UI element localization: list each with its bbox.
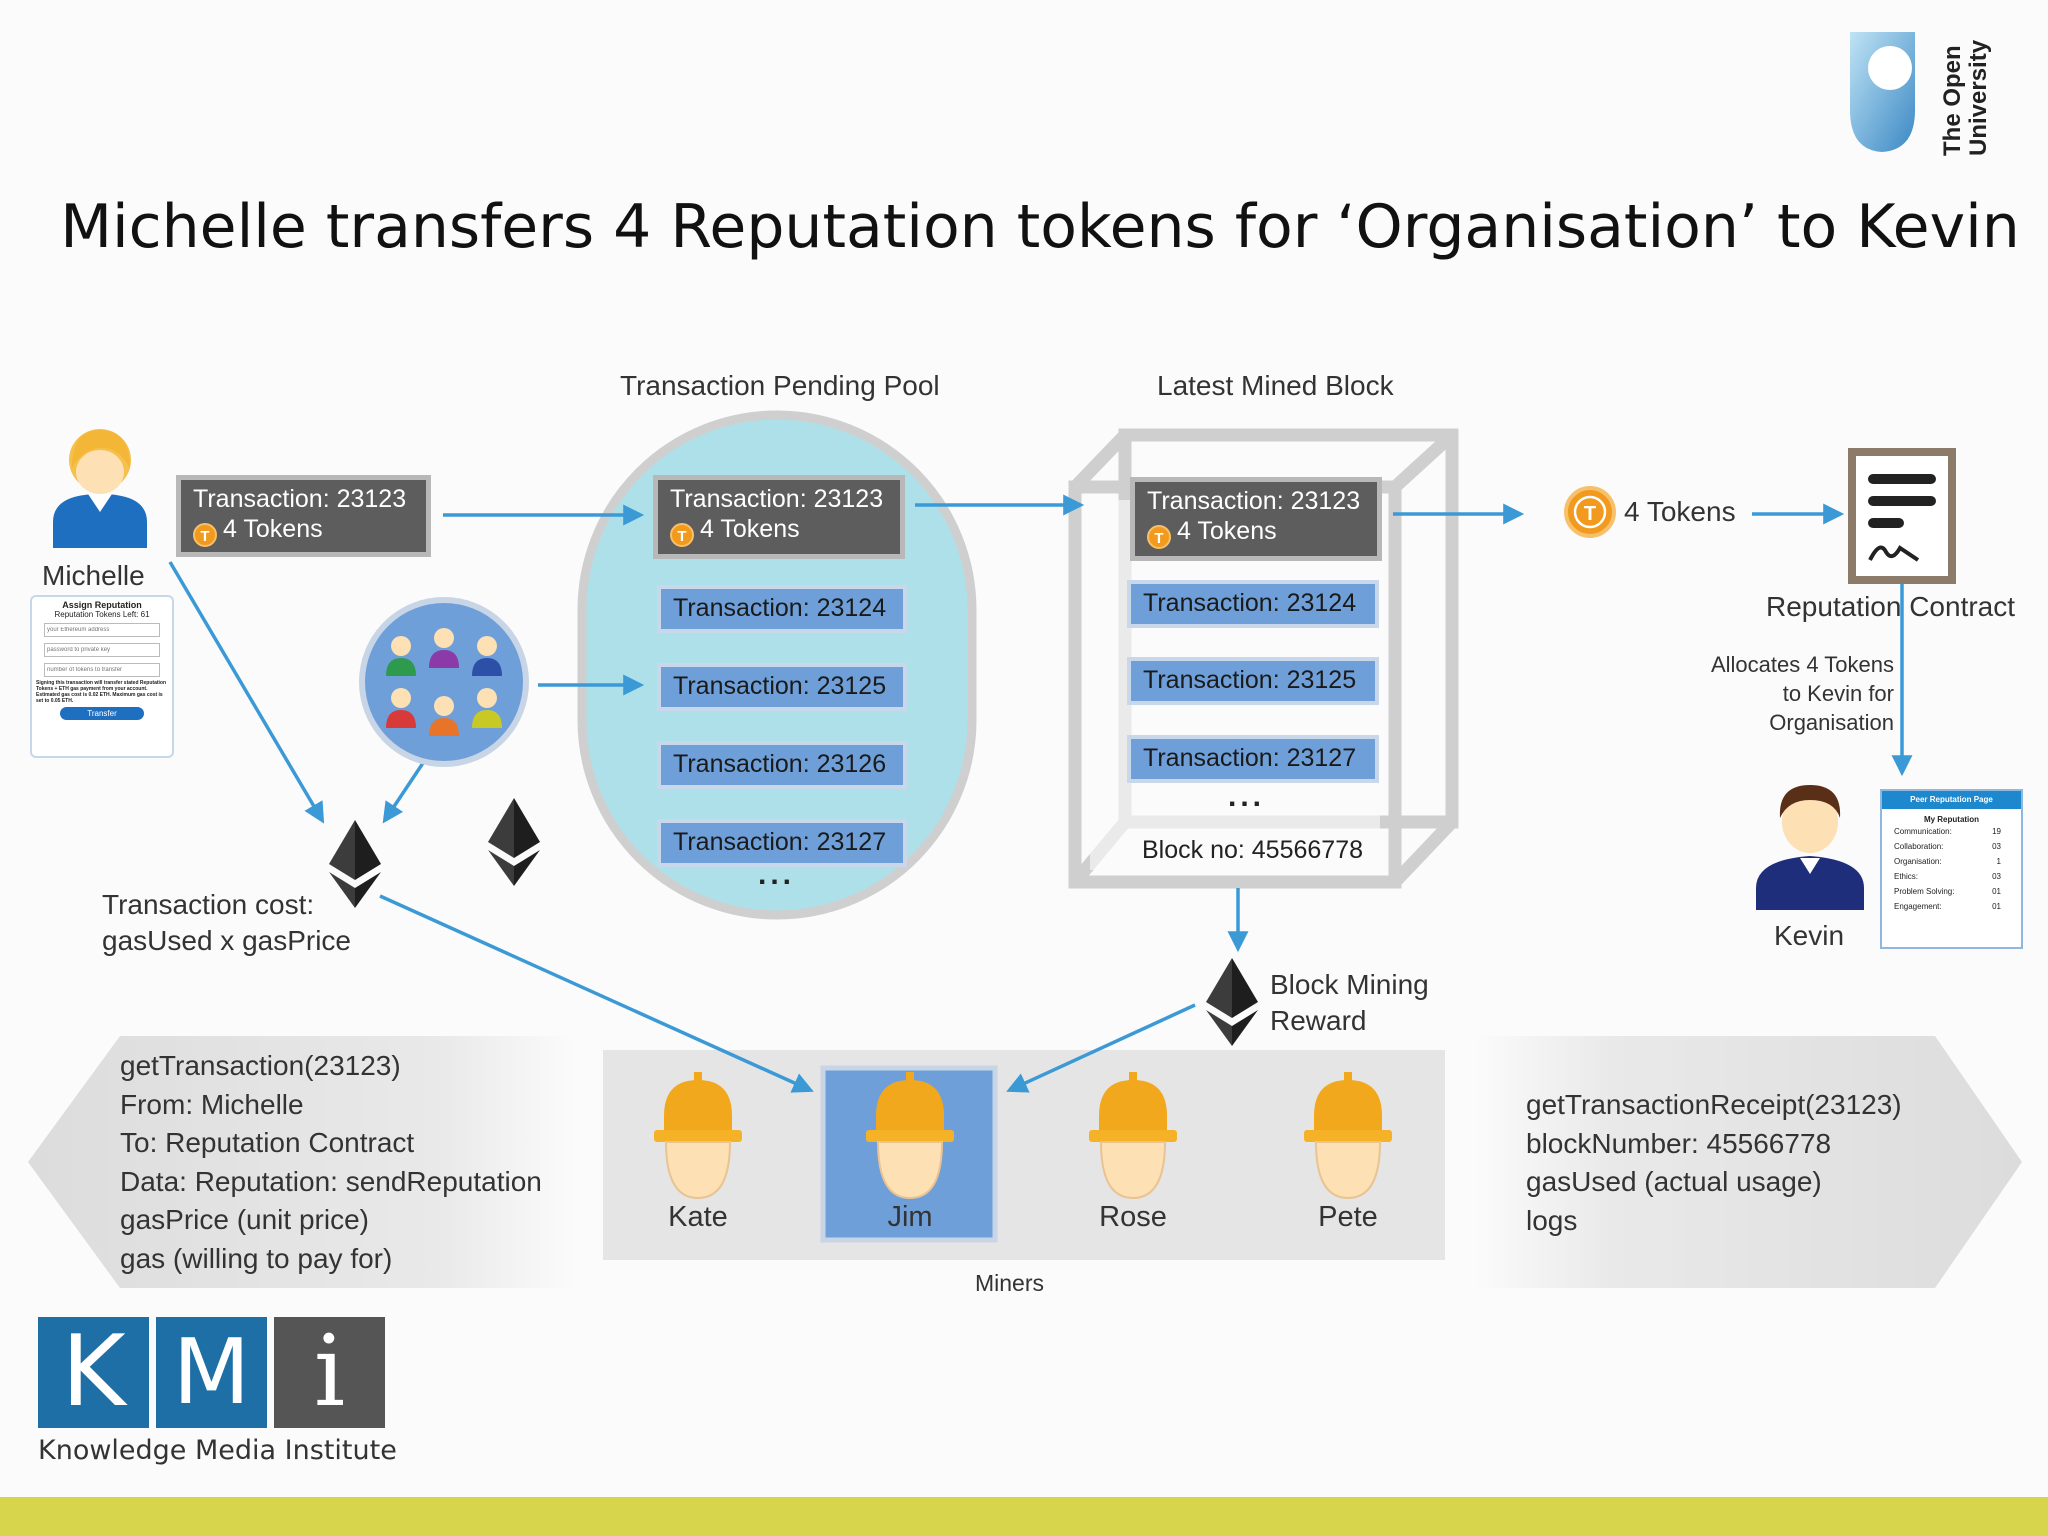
- token-coin-icon: T: [1147, 525, 1171, 549]
- pool-transaction: Transaction: 23126: [657, 741, 907, 789]
- miner-jim: Jim: [887, 1201, 933, 1233]
- block-mining-reward-label: Block Mining Reward: [1270, 969, 1429, 1036]
- transfer-button[interactable]: Transfer: [60, 707, 144, 720]
- assign-reputation-form: Assign Reputation Reputation Tokens Left…: [30, 595, 174, 758]
- kevin-name: Kevin: [1774, 920, 1845, 951]
- token-amount-input[interactable]: [44, 663, 160, 677]
- reputation-row: Organisation:1: [1894, 857, 2001, 866]
- michelle-user-icon: [53, 429, 147, 548]
- footer-band: [0, 1497, 2048, 1536]
- token-coin-icon: T: [1564, 486, 1616, 538]
- miner-rose: Rose: [1099, 1201, 1167, 1233]
- get-receipt-details: getTransactionReceipt(23123) blockNumber…: [1526, 1089, 1902, 1236]
- reputation-row: Problem Solving:01: [1894, 887, 2001, 896]
- page-title: Michelle transfers 4 Reputation tokens f…: [60, 192, 2020, 262]
- token-coin-icon: T: [670, 523, 694, 547]
- get-transaction-band: [28, 1036, 575, 1288]
- ethereum-address-input[interactable]: [44, 623, 160, 637]
- get-receipt-band: [1475, 1036, 2022, 1288]
- open-university-shield-icon: [1850, 32, 1915, 152]
- get-transaction-details: getTransaction(23123) From: Michelle To:…: [120, 1050, 542, 1274]
- block-transaction: Transaction: 23124: [1127, 580, 1379, 628]
- block-number: Block no: 45566778: [1142, 836, 1364, 864]
- kmi-logo: K M i Knowledge Media Institute: [38, 1315, 397, 1466]
- pool-transaction: Transaction: 23127: [657, 819, 907, 867]
- pending-pool-header: Transaction Pending Pool: [620, 370, 940, 401]
- miner-pete: Pete: [1318, 1201, 1378, 1233]
- svg-text:T: T: [1584, 503, 1596, 525]
- reputation-row: Engagement:01: [1894, 902, 2001, 911]
- reputation-row: Collaboration:03: [1894, 842, 2001, 851]
- mined-block-header: Latest Mined Block: [1157, 370, 1394, 401]
- kevin-user-icon: [1756, 785, 1864, 910]
- block-transaction: Transaction: 23125: [1127, 657, 1379, 705]
- pool-more-ellipsis: ...: [758, 858, 796, 891]
- reputation-row: Ethics:03: [1894, 872, 2001, 881]
- token-coin-icon: T: [193, 523, 217, 547]
- michelle-name: Michelle: [42, 560, 145, 591]
- miners-caption: Miners: [975, 1270, 1045, 1296]
- pool-transaction: Transaction: 23124: [657, 585, 907, 633]
- pool-transaction: Transaction: 23125: [657, 663, 907, 711]
- open-university-logo-text: The Open University: [1939, 39, 1992, 156]
- contract-document-icon: [1848, 448, 1956, 584]
- ethereum-icon: [488, 798, 540, 886]
- peer-reputation-page: Peer Reputation Page My Reputation Commu…: [1880, 789, 2023, 949]
- reputation-row: Communication:19: [1894, 827, 2001, 836]
- miner-kate: Kate: [668, 1201, 728, 1233]
- block-more-ellipsis: ...: [1228, 780, 1266, 813]
- reputation-contract-label: Reputation Contract: [1766, 591, 2016, 622]
- transaction-cost-label: Transaction cost: gasUsed x gasPrice: [102, 889, 352, 956]
- contract-tokens-label: 4 Tokens: [1624, 496, 1736, 527]
- allocates-note: Allocates 4 Tokens to Kevin for Organisa…: [1710, 652, 1894, 735]
- private-key-password-input[interactable]: [44, 643, 160, 657]
- ethereum-icon: [1206, 958, 1258, 1046]
- block-transaction: Transaction: 23127: [1127, 735, 1379, 783]
- group-icon: [359, 597, 529, 767]
